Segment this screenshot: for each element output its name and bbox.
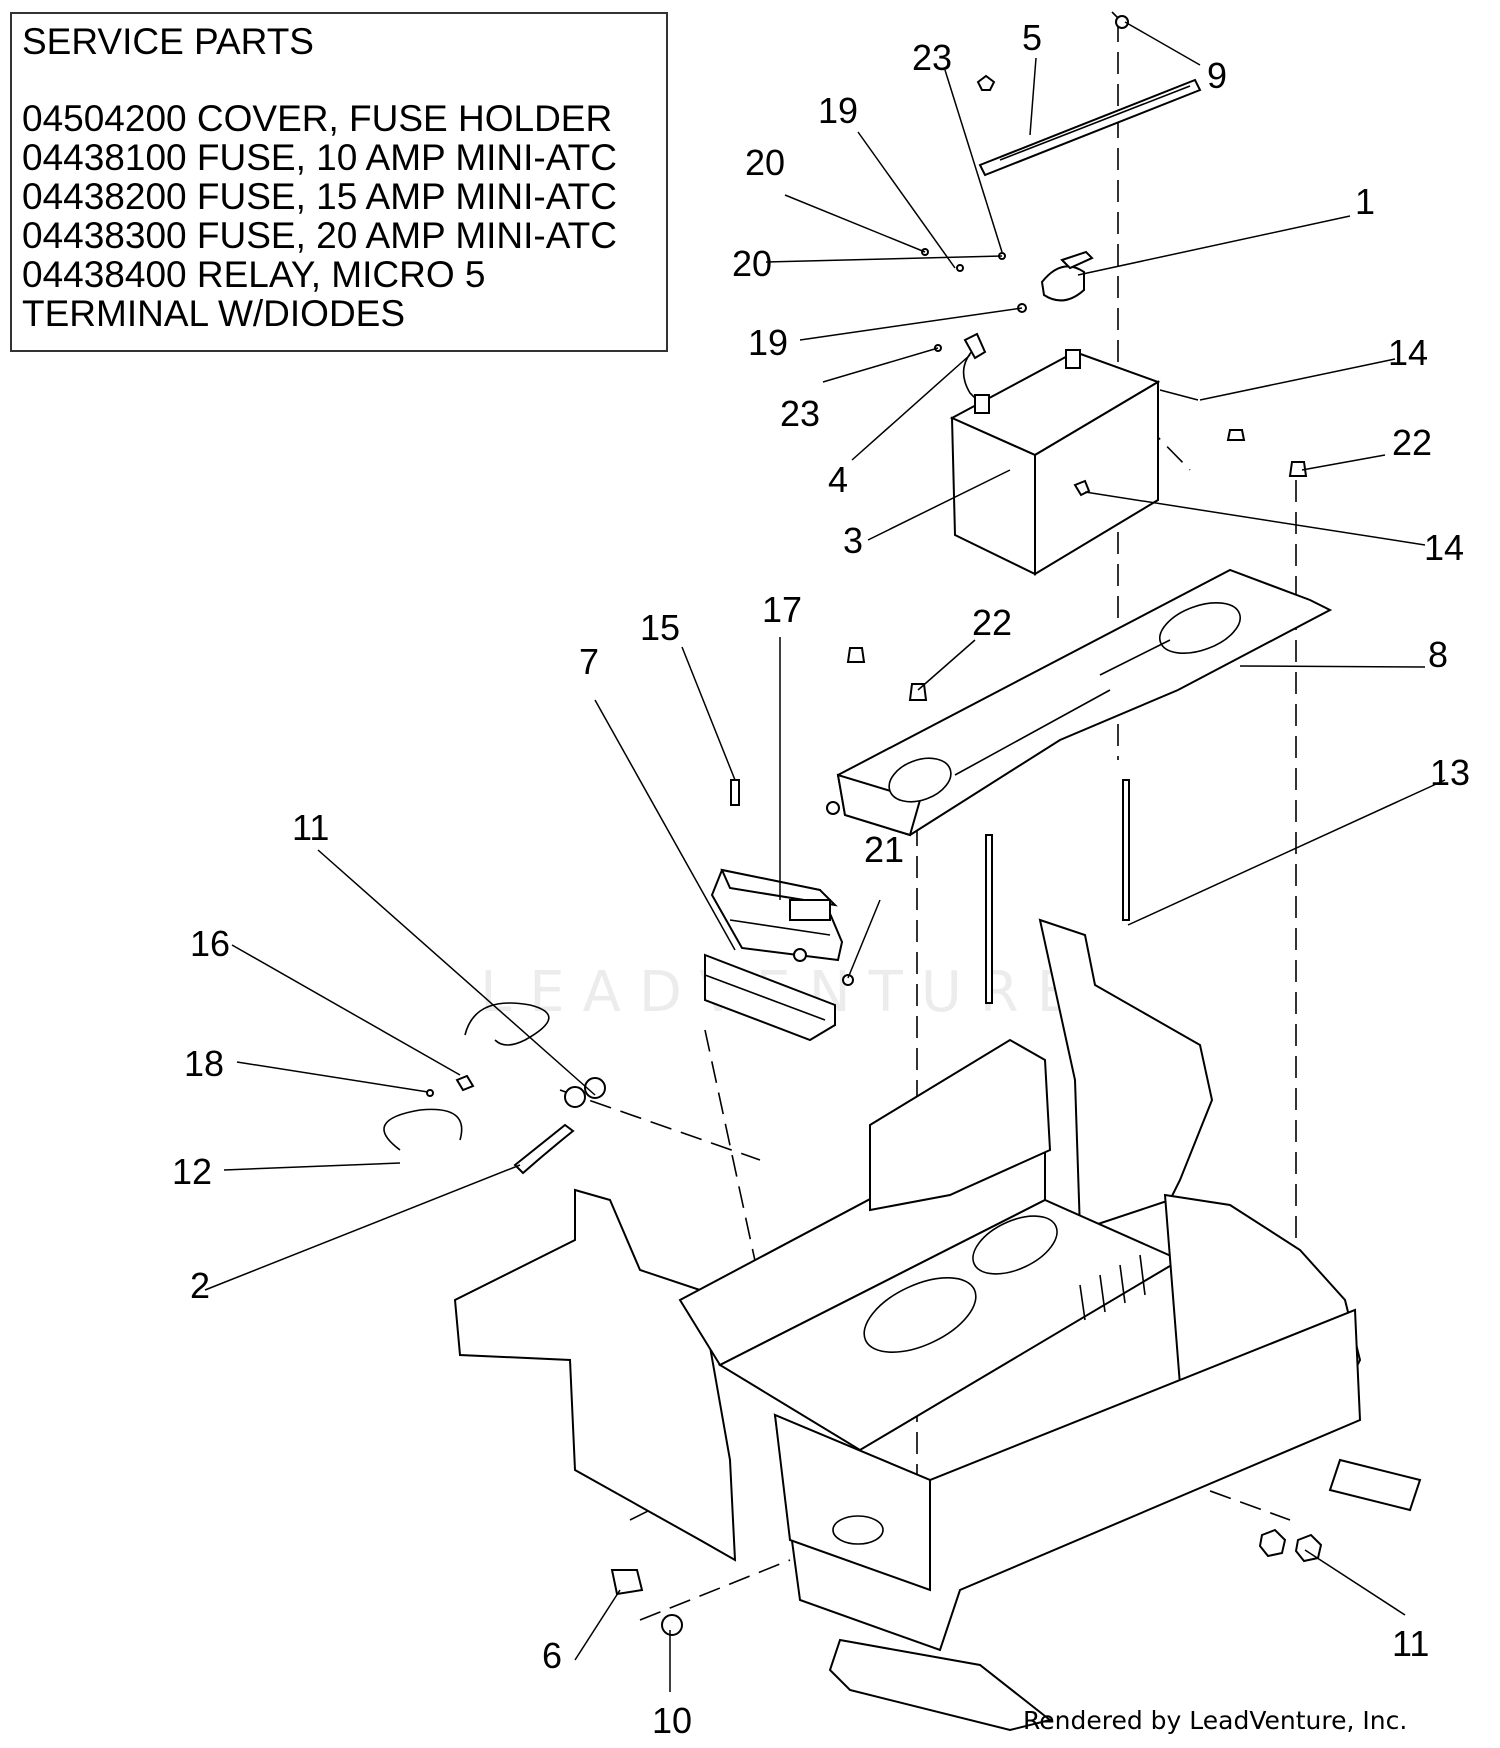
footer-credit: Rendered by LeadVenture, Inc.: [1023, 1706, 1408, 1735]
callout-11: 11: [292, 807, 329, 848]
callout-17: 17: [762, 589, 802, 630]
assembly-centerline: [559, 1089, 761, 1161]
callout-11: 11: [1392, 1623, 1429, 1664]
callout-21: 21: [864, 829, 904, 870]
callout-13: 13: [1430, 752, 1470, 793]
terminal-clip: [1159, 389, 1199, 401]
hold-down-bolt: [1111, 11, 1129, 29]
fuse-holder: [710, 868, 844, 962]
hex-nut: [1258, 1528, 1287, 1558]
service-parts-title: SERVICE PARTS: [22, 21, 314, 62]
cable-tie: [383, 1108, 463, 1151]
callout-2: 2: [190, 1265, 210, 1306]
callout-7: 7: [579, 641, 599, 682]
callout-3: 3: [843, 520, 863, 561]
connector-pin: [730, 779, 740, 806]
callout-22: 22: [972, 602, 1012, 643]
wing-nut: [976, 74, 996, 91]
callout-14: 14: [1388, 332, 1428, 373]
clip: [661, 1614, 683, 1636]
callout-9: 9: [1207, 55, 1227, 96]
rod: [1122, 779, 1130, 921]
flange-bolt: [846, 647, 866, 663]
assembly-centerline: [639, 1559, 791, 1621]
callout-14: 14: [1424, 527, 1464, 568]
callout-22: 22: [1392, 422, 1432, 463]
callout-6: 6: [542, 1635, 562, 1676]
lock-washer: [956, 264, 964, 272]
cable-terminal: [963, 332, 987, 360]
service-part-line: 04438200 FUSE, 15 AMP MINI-ATC: [22, 176, 617, 217]
callout-5: 5: [1022, 17, 1042, 58]
leader-lines: [204, 21, 1446, 1692]
flange-bolt: [908, 683, 928, 701]
screw: [793, 948, 807, 962]
terminal-boot: [1040, 250, 1094, 302]
clip: [426, 1089, 434, 1097]
callout-19: 19: [748, 322, 788, 363]
grommet: [584, 1077, 606, 1099]
service-part-line: 04438400 RELAY, MICRO 5: [22, 254, 486, 295]
service-part-line: TERMINAL W/DIODES: [22, 293, 406, 334]
frame-weldment: [453, 918, 1422, 1732]
callout-8: 8: [1428, 634, 1448, 675]
battery-hold-down-bar: [978, 78, 1202, 177]
callout-20: 20: [745, 142, 785, 183]
callout-12: 12: [172, 1151, 212, 1192]
flange-bolt: [1226, 429, 1246, 441]
harness-connector: [455, 1074, 475, 1092]
switch: [610, 1569, 644, 1596]
service-part-line: 04438100 FUSE, 10 AMP MINI-ATC: [22, 137, 617, 178]
cable-tie: [464, 1002, 550, 1046]
callout-20: 20: [732, 243, 772, 284]
callout-19: 19: [818, 90, 858, 131]
callout-23: 23: [780, 393, 820, 434]
grommet: [564, 1086, 586, 1108]
callout-16: 16: [190, 923, 230, 964]
callout-23: 23: [912, 37, 952, 78]
service-part-line: 04438300 FUSE, 20 AMP MINI-ATC: [22, 215, 617, 256]
callout-1: 1: [1355, 181, 1375, 222]
assembly-centerline: [704, 1029, 771, 1331]
service-parts-box: SERVICE PARTS 04504200 COVER, FUSE HOLDE…: [10, 12, 668, 352]
fuse-holder-bracket: [704, 953, 836, 1042]
battery: [949, 349, 1161, 576]
callout-10: 10: [652, 1700, 692, 1741]
harness-wire: [513, 1123, 575, 1175]
service-part-line: 04504200 COVER, FUSE HOLDER: [22, 98, 613, 139]
screw: [842, 974, 854, 986]
callout-18: 18: [184, 1043, 224, 1084]
battery-tray: [836, 568, 1333, 837]
callout-4: 4: [828, 459, 848, 500]
screw: [826, 801, 840, 815]
callout-15: 15: [640, 607, 680, 648]
rod: [985, 834, 993, 1004]
flange-bolt: [1288, 461, 1308, 477]
